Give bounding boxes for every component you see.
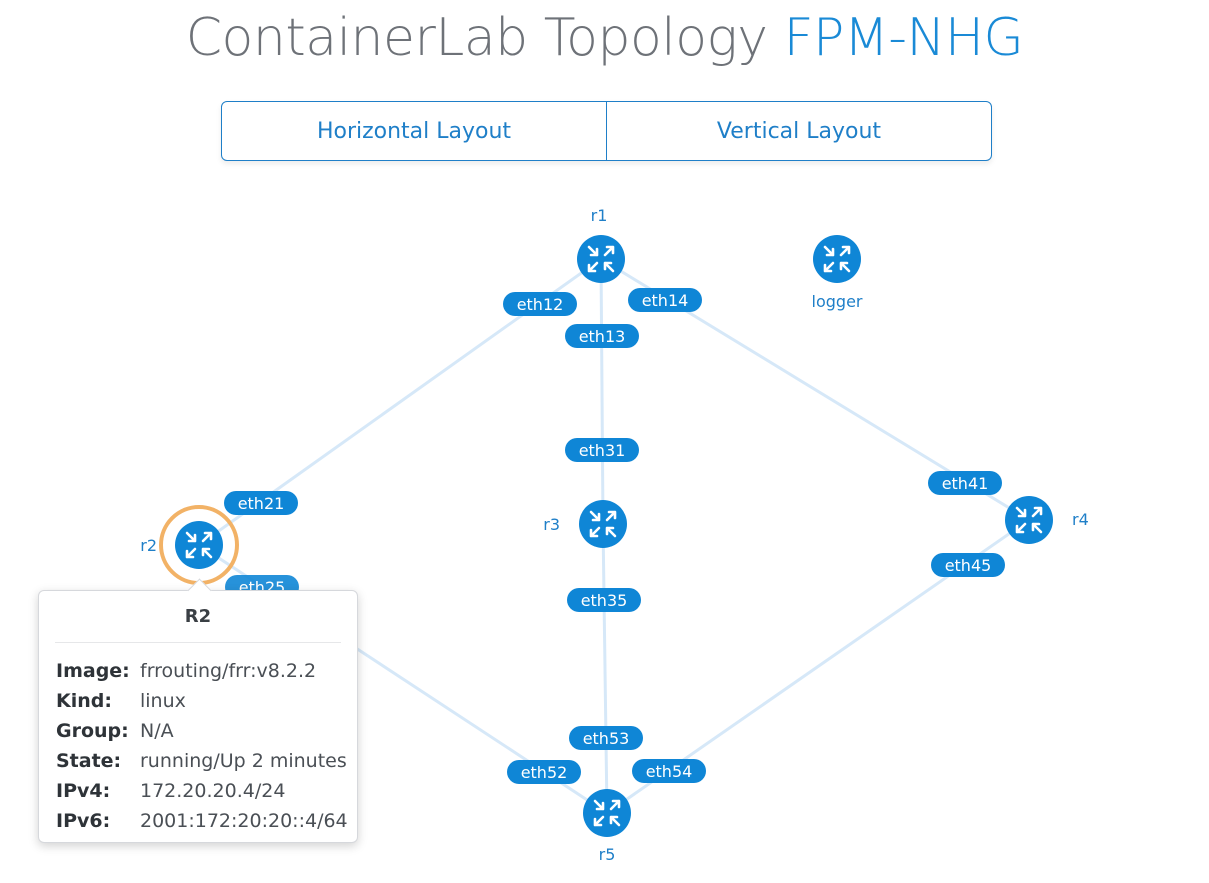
- node-r2[interactable]: r2: [140, 505, 239, 585]
- tooltip-row-image: Image: frrouting/frr:v8.2.2: [56, 656, 348, 686]
- router-icon: [175, 521, 223, 569]
- link-r1-r3[interactable]: [599, 258, 605, 525]
- node-label: r4: [1072, 510, 1089, 529]
- interface-name: eth41: [942, 474, 989, 493]
- interface-name: eth54: [646, 762, 693, 781]
- page-title: ContainerLab Topology FPM-NHG: [0, 8, 1209, 68]
- node-r4[interactable]: r4: [1005, 496, 1089, 544]
- tooltip-key: State:: [56, 750, 122, 772]
- interface-label-eth21[interactable]: eth21: [224, 491, 298, 515]
- tooltip-row-ipv6: IPv6: 2001:172:20:20::4/64: [56, 806, 348, 836]
- interface-label-eth35[interactable]: eth35: [567, 588, 641, 612]
- interface-name: eth12: [517, 295, 564, 314]
- node-r1[interactable]: r1: [577, 206, 625, 283]
- node-tooltip: R2 Image: frrouting/frr:v8.2.2 Kind: linux…: [38, 578, 358, 843]
- node-label: r2: [140, 536, 157, 555]
- node-r3[interactable]: r3: [543, 500, 627, 548]
- router-icon: [579, 500, 627, 548]
- interface-label-eth52[interactable]: eth52: [507, 760, 581, 784]
- layout-toggle-group: Horizontal Layout Vertical Layout: [221, 101, 992, 161]
- interface-name: eth35: [581, 591, 628, 610]
- tooltip-value: linux: [140, 690, 186, 712]
- tooltip-key: Group:: [56, 720, 129, 742]
- node-r5[interactable]: r5: [583, 789, 631, 864]
- node-logger[interactable]: logger: [812, 235, 863, 311]
- interface-name: eth45: [945, 556, 992, 575]
- interface-labels-layer: eth12eth21eth13eth31eth14eth41eth25eth52…: [224, 288, 1005, 784]
- tooltip-value: 2001:172:20:20::4/64: [140, 810, 348, 832]
- node-label: r5: [599, 845, 616, 864]
- interface-label-eth53[interactable]: eth53: [569, 726, 643, 750]
- interface-name: eth53: [583, 729, 630, 748]
- title-accent: FPM-NHG: [783, 8, 1024, 68]
- interface-label-eth54[interactable]: eth54: [632, 759, 706, 783]
- tooltip-key: IPv4:: [56, 780, 111, 802]
- tooltip-title: R2: [55, 591, 341, 643]
- interface-name: eth21: [238, 494, 285, 513]
- router-icon: [577, 235, 625, 283]
- tooltip-value: running/Up 2 minutes: [140, 750, 347, 772]
- tooltip-value: frrouting/frr:v8.2.2: [140, 660, 317, 682]
- interface-label-eth31[interactable]: eth31: [565, 438, 639, 462]
- interface-name: eth31: [579, 441, 626, 460]
- tooltip-row-kind: Kind: linux: [56, 686, 348, 716]
- horizontal-layout-button[interactable]: Horizontal Layout: [316, 118, 512, 144]
- interface-label-eth14[interactable]: eth14: [628, 288, 702, 312]
- interface-label-eth45[interactable]: eth45: [931, 553, 1005, 577]
- node-label: logger: [812, 292, 863, 311]
- link-r3-r5[interactable]: [601, 523, 609, 814]
- node-label: r1: [591, 206, 608, 225]
- interface-name: eth52: [521, 763, 568, 782]
- router-icon: [583, 789, 631, 837]
- interface-label-eth13[interactable]: eth13: [565, 324, 639, 348]
- router-icon: [1005, 496, 1053, 544]
- tooltip-row-group: Group: N/A: [56, 716, 348, 746]
- tooltip-row-ipv4: IPv4: 172.20.20.4/24: [56, 776, 348, 806]
- nodes-layer: r1 logger r2 r3 r4 r5: [140, 206, 1089, 864]
- interface-label-eth41[interactable]: eth41: [928, 471, 1002, 495]
- tooltip-value: 172.20.20.4/24: [140, 780, 286, 802]
- router-icon: [813, 235, 861, 283]
- vertical-layout-button[interactable]: Vertical Layout: [606, 102, 991, 160]
- interface-name: eth13: [579, 327, 626, 346]
- tooltip-key: Image:: [56, 660, 130, 682]
- interface-name: eth14: [642, 291, 689, 310]
- tooltip-value: N/A: [140, 720, 174, 742]
- tooltip-row-state: State: running/Up 2 minutes: [56, 746, 348, 776]
- tooltip-details: Image: frrouting/frr:v8.2.2 Kind: linux Gr…: [56, 656, 348, 836]
- tooltip-key: IPv6:: [56, 810, 111, 832]
- node-label: r3: [543, 515, 560, 534]
- interface-label-eth12[interactable]: eth12: [503, 292, 577, 316]
- title-main: ContainerLab Topology: [185, 8, 768, 68]
- tooltip-key: Kind:: [56, 690, 112, 712]
